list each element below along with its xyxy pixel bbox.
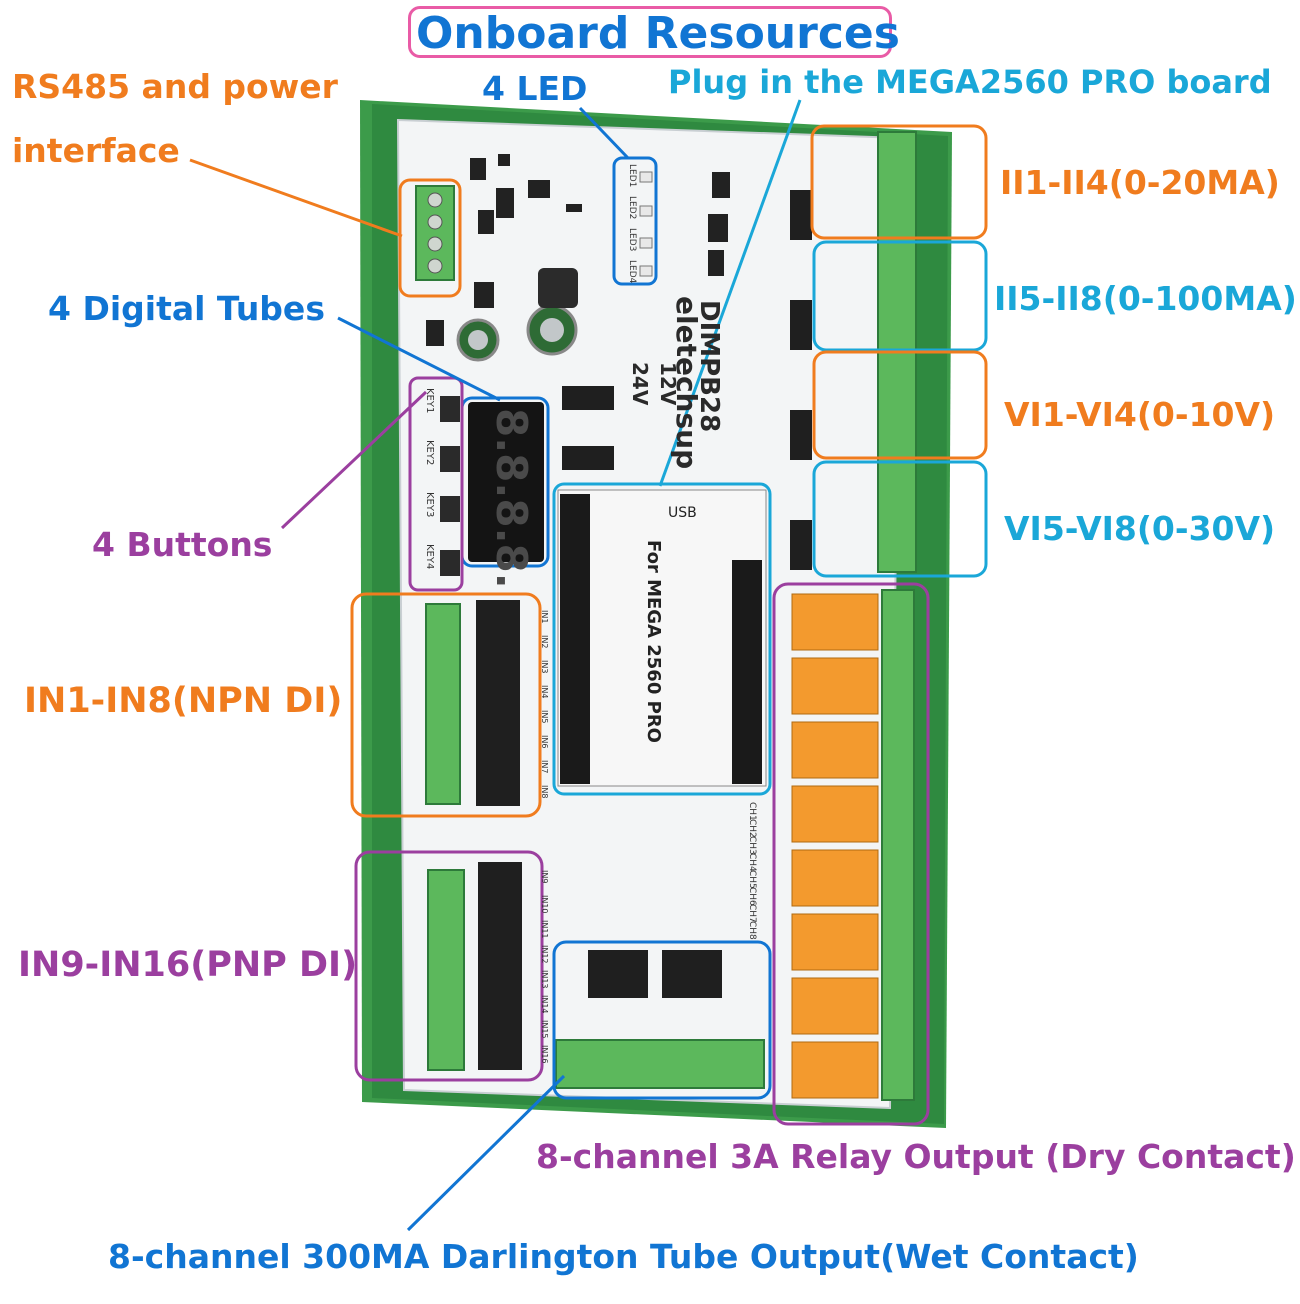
button-silkscreen-label: KEY3	[424, 492, 435, 518]
channel-silkscreen-label: CH7	[747, 904, 757, 923]
led-silkscreen-label: LED2	[627, 196, 637, 220]
darlington-terminal-block	[555, 1039, 765, 1089]
pnp-silkscreen-label: IN13	[540, 970, 549, 989]
button-silkscreen-label: KEY4	[424, 544, 435, 570]
button-silkscreen-label: KEY2	[424, 440, 435, 466]
vi5-callout: VI5-VI8(0-30V)	[1004, 509, 1276, 548]
channel-silkscreen-label: CH5	[747, 870, 757, 889]
pnp-terminal-block	[427, 869, 465, 1071]
pnp-silkscreen-label: IN15	[540, 1020, 549, 1039]
channel-silkscreen-label: CH8	[747, 921, 757, 940]
page-title: Onboard Resources	[416, 8, 900, 59]
channel-silkscreen-label: CH3	[747, 836, 757, 855]
relay-callout: 8-channel 3A Relay Output (Dry Contact)	[536, 1137, 1296, 1176]
button-silkscreen-label: KEY1	[424, 388, 435, 414]
title-frame	[408, 6, 892, 58]
npn-silkscreen-label: IN5	[540, 710, 549, 724]
led-row	[639, 171, 653, 277]
rs485-callout-line1: RS485 and power	[12, 67, 338, 106]
option-12v-label: 12V	[656, 362, 680, 406]
pnp-silkscreen-label: IN9	[540, 870, 549, 884]
ii5-callout: II5-II8(0-100MA)	[994, 279, 1297, 318]
seven-segment-display	[468, 402, 544, 562]
led-silkscreen-label: LED4	[627, 260, 637, 284]
npn-silkscreen-label: IN8	[540, 785, 549, 799]
capacitors	[456, 268, 578, 362]
optocoupler-columns	[476, 600, 522, 1070]
channel-silkscreen-label: CH6	[747, 887, 757, 906]
channel-silkscreen-label: CH2	[747, 819, 757, 838]
npn-silkscreen-label: IN6	[540, 735, 549, 749]
relay-bank	[791, 589, 915, 1101]
led-callout: 4 LED	[482, 69, 588, 108]
ii1-callout: II1-II4(0-20MA)	[1000, 163, 1280, 202]
darlington-callout: 8-channel 300MA Darlington Tube Output(W…	[108, 1237, 1139, 1276]
pnp-callout: IN9-IN16(PNP DI)	[18, 945, 358, 985]
pnp-silkscreen-label: IN16	[540, 1045, 549, 1064]
channel-silkscreen-label: CH1	[747, 802, 757, 821]
push-buttons	[440, 396, 460, 576]
pnp-silkscreen-label: IN11	[540, 920, 549, 939]
npn-terminal-block	[425, 603, 461, 805]
npn-silkscreen-label: IN3	[540, 660, 549, 674]
npn-silkscreen-label: IN1	[540, 610, 549, 624]
callout-boxes	[350, 124, 988, 1126]
pnp-silkscreen-label: IN14	[540, 995, 549, 1014]
usb-label: USB	[668, 505, 697, 521]
digital-tubes-callout: 4 Digital Tubes	[48, 289, 325, 328]
rs485-callout-line2: interface	[12, 131, 180, 170]
npn-silkscreen-label: IN2	[540, 635, 549, 649]
npn-callout: IN1-IN8(NPN DI)	[24, 681, 343, 721]
buttons-callout: 4 Buttons	[92, 525, 273, 564]
mega-callout: Plug in the MEGA2560 PRO board	[668, 63, 1272, 101]
npn-silkscreen-label: IN4	[540, 685, 549, 699]
rs485-terminal	[415, 185, 455, 281]
display-digits: 8.8.8.8.	[487, 408, 536, 589]
ic-chips	[562, 190, 812, 998]
vi1-callout: VI1-VI4(0-10V)	[1004, 395, 1276, 434]
led-silkscreen-label: LED3	[627, 228, 637, 252]
pnp-silkscreen-label: IN12	[540, 945, 549, 964]
channel-silkscreen-label: CH4	[747, 853, 757, 872]
pnp-silkscreen-label: IN10	[540, 895, 549, 914]
socket-label: For MEGA 2560 PRO	[643, 540, 664, 743]
npn-silkscreen-label: IN7	[540, 760, 549, 774]
led-silkscreen-label: LED1	[627, 164, 637, 188]
model-label: DIMPB28	[694, 300, 724, 433]
leader-lines	[189, 99, 802, 1232]
mega-socket	[557, 489, 767, 787]
option-24v-label: 24V	[628, 362, 652, 406]
smd-components	[426, 154, 730, 346]
